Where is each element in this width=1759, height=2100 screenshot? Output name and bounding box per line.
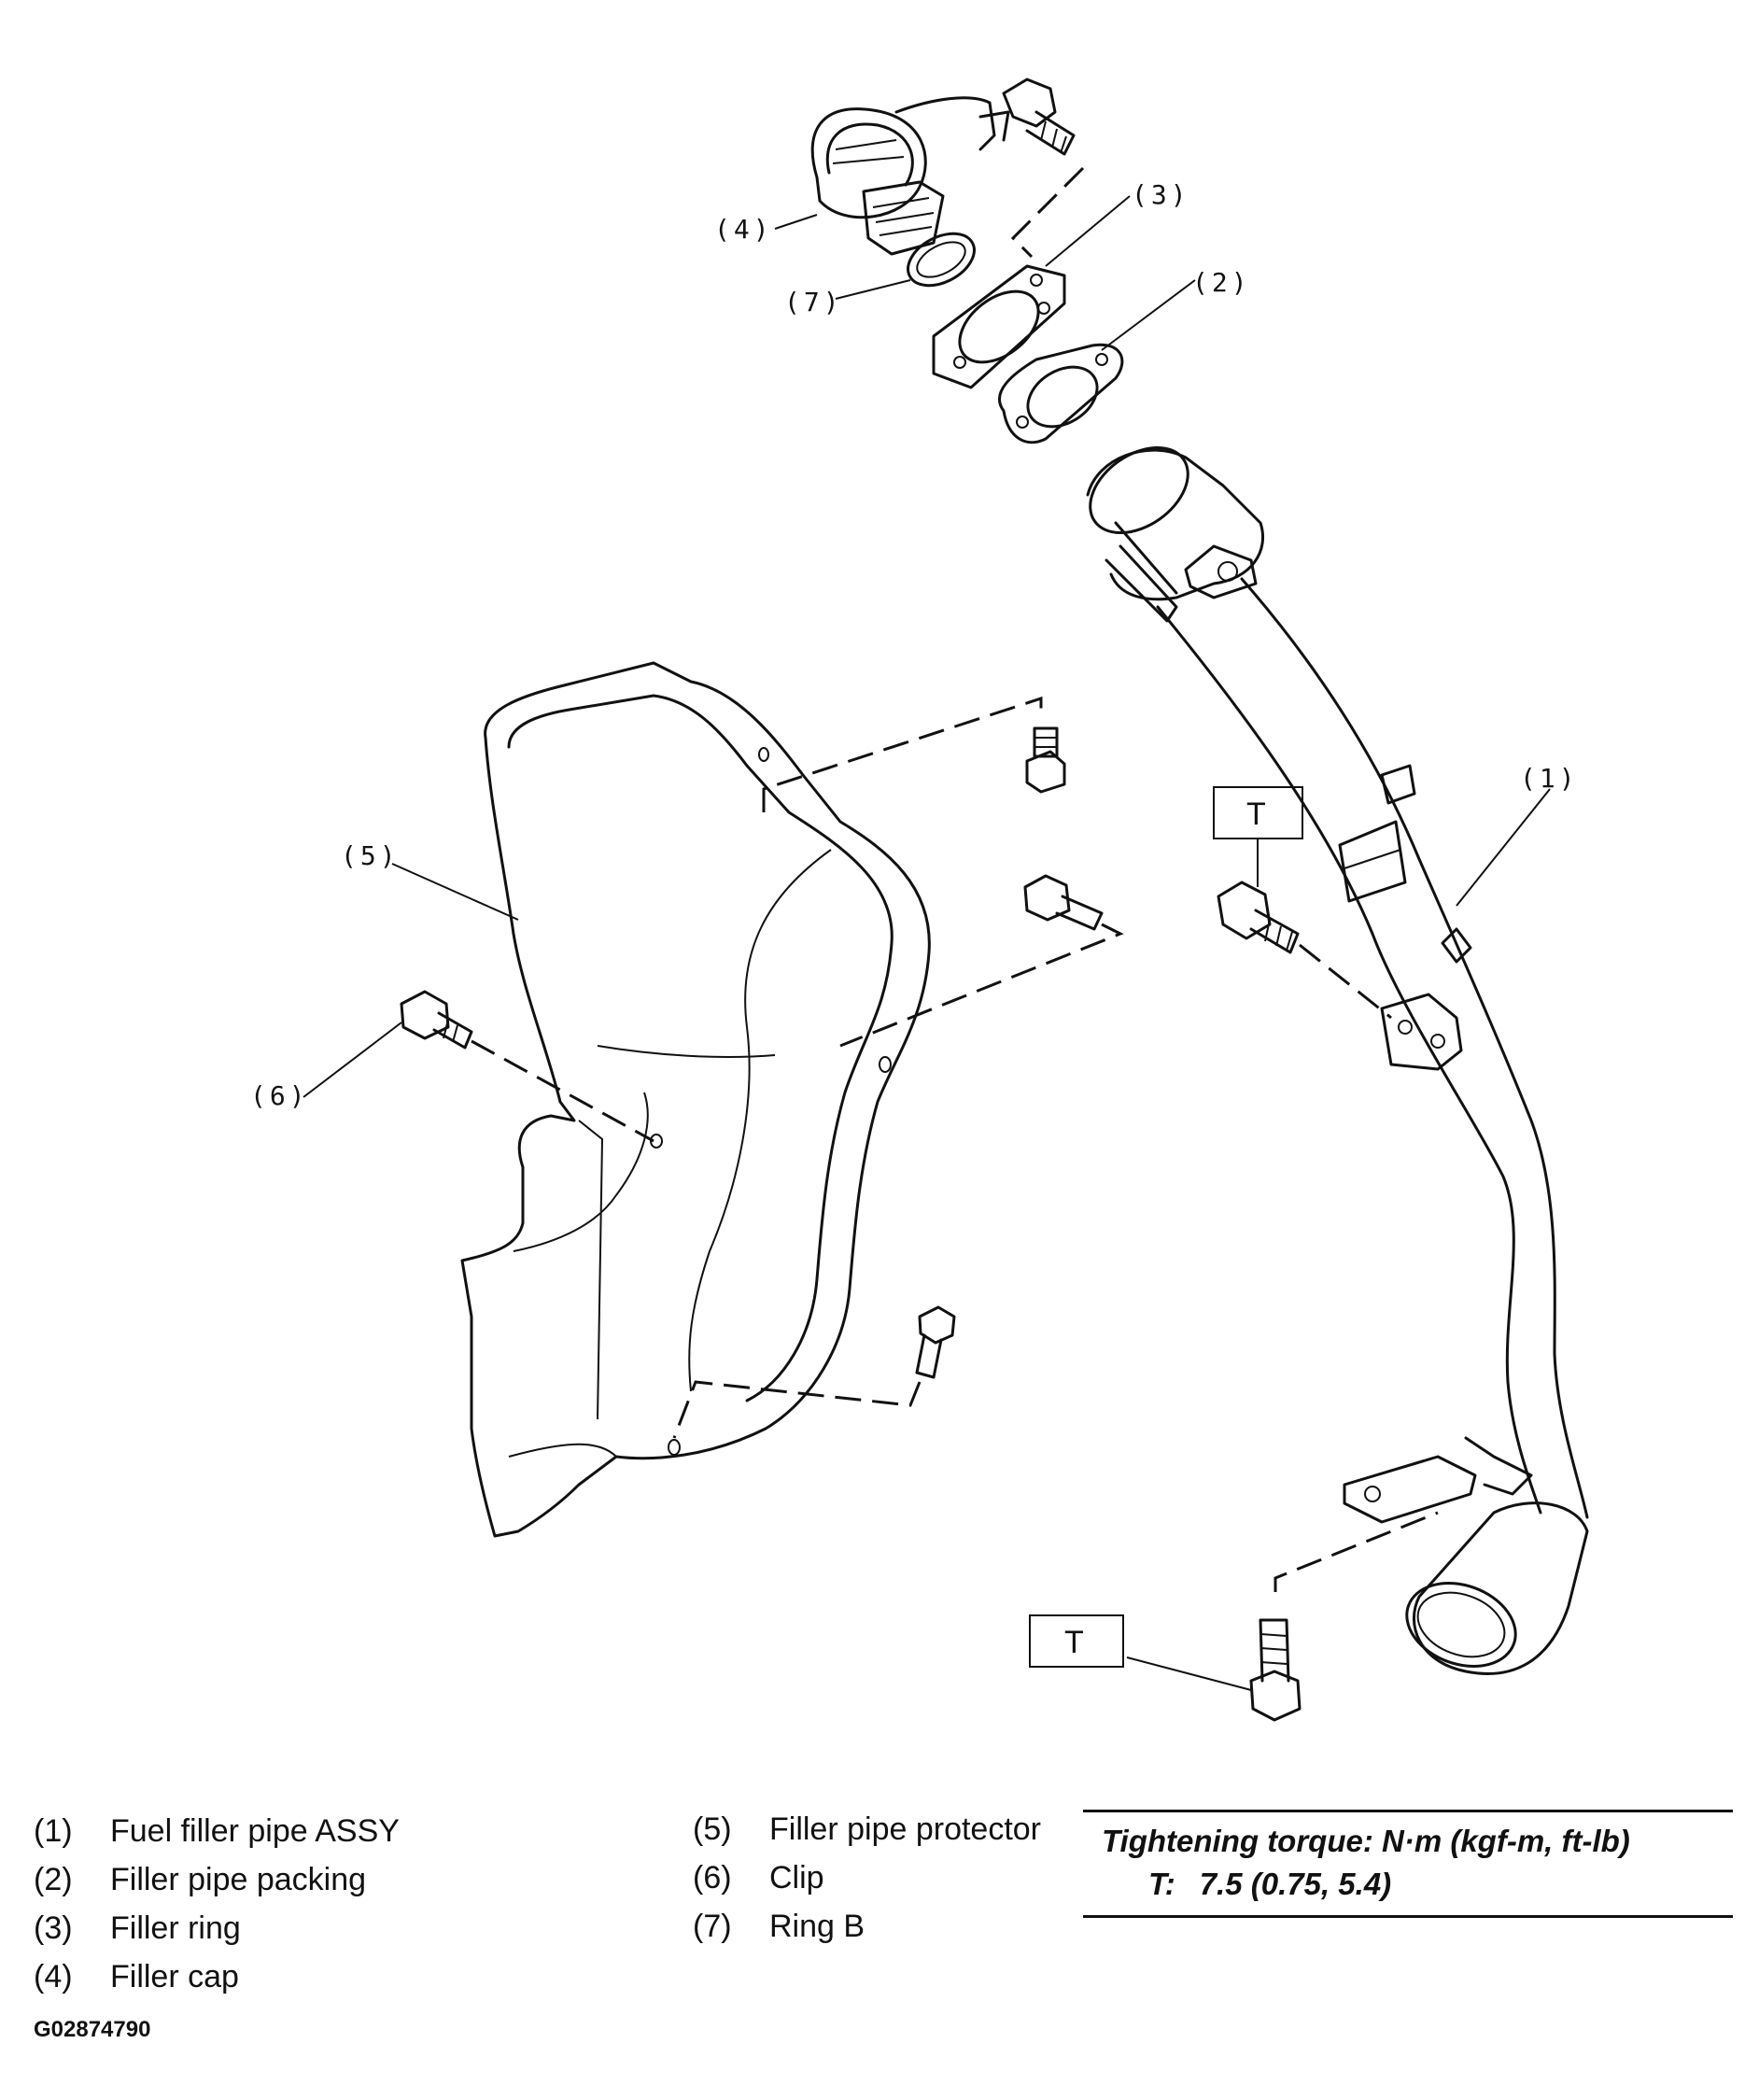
legend-left: (1) Fuel filler pipe ASSY (2) Filler pip… bbox=[34, 1807, 400, 2001]
legend-item: (4) Filler cap bbox=[34, 1952, 400, 2001]
legend-num: (7) bbox=[693, 1909, 732, 1944]
leader-dashed-lower-bolt bbox=[1274, 1511, 1439, 1592]
legend-num: (2) bbox=[34, 1862, 73, 1897]
filler-cap bbox=[810, 96, 1010, 256]
leader-dashed-clip6 bbox=[471, 1039, 654, 1143]
torque-rule-bottom bbox=[1083, 1915, 1733, 1918]
bolt-filler-ring bbox=[1002, 78, 1076, 156]
torque-box-upper: T bbox=[1213, 786, 1303, 839]
legend-num: (1) bbox=[34, 1813, 73, 1849]
leader-dashed-protector-top bbox=[762, 696, 1043, 812]
legend-num: (3) bbox=[34, 1910, 73, 1946]
legend-num: (6) bbox=[693, 1860, 732, 1896]
callout-2: (2) bbox=[1192, 267, 1251, 298]
legend-label: Fuel filler pipe ASSY bbox=[110, 1813, 400, 1849]
legend-item: (5) Filler pipe protector bbox=[693, 1805, 1041, 1853]
legend-label: Filler cap bbox=[110, 1959, 239, 1994]
exploded-parts-diagram: (4) (7) (3) (2) (1) (5) (6) T T bbox=[250, 78, 1589, 1722]
legend-label: Filler ring bbox=[110, 1910, 241, 1946]
legend-item: (1) Fuel filler pipe ASSY bbox=[34, 1807, 400, 1855]
torque-box-upper-label: T bbox=[1246, 796, 1266, 832]
clip-protector-bottom bbox=[915, 1305, 956, 1379]
legend-item: (2) Filler pipe packing bbox=[34, 1855, 400, 1904]
fuel-filler-pipe bbox=[1086, 445, 1589, 1675]
torque-spec: Tightening torque: N·m (kgf-m, ft-lb) T:… bbox=[1083, 1810, 1733, 1918]
leader-dashed-protector-mid bbox=[839, 923, 1124, 1048]
legend-label: Filler pipe packing bbox=[110, 1862, 367, 1897]
callout-7: (7) bbox=[784, 287, 843, 317]
torque-value-row: T: 7.5 (0.75, 5.4) bbox=[1148, 1867, 1733, 1902]
legend-item: (3) Filler ring bbox=[34, 1904, 400, 1952]
legend-item: (6) Clip bbox=[693, 1853, 1041, 1902]
legend-label: Ring B bbox=[769, 1909, 865, 1944]
legend-middle: (5) Filler pipe protector (6) Clip (7) R… bbox=[693, 1805, 1041, 1951]
ring-b bbox=[907, 232, 976, 288]
callout-6: (6) bbox=[250, 1080, 309, 1111]
clip-6 bbox=[400, 990, 473, 1050]
leader-dashed-bolt-ring bbox=[1010, 166, 1085, 259]
callout-5: (5) bbox=[341, 840, 400, 871]
torque-title: Tightening torque: N·m (kgf-m, ft-lb) bbox=[1102, 1824, 1630, 1858]
torque-box-lower-label: T bbox=[1064, 1625, 1084, 1660]
callout-1: (1) bbox=[1520, 763, 1579, 794]
torque-box-lower: T bbox=[1029, 1614, 1124, 1668]
torque-rule-top bbox=[1083, 1810, 1733, 1812]
callout-3: (3) bbox=[1132, 179, 1190, 210]
torque-value: 7.5 (0.75, 5.4) bbox=[1199, 1867, 1392, 1901]
clip-protector-top bbox=[1025, 726, 1066, 794]
legend-label: Clip bbox=[769, 1860, 824, 1896]
torque-symbol: T: bbox=[1148, 1867, 1175, 1901]
legend-num: (5) bbox=[693, 1811, 732, 1847]
filler-ring bbox=[932, 264, 1066, 389]
bolt-lower-bracket bbox=[1249, 1618, 1302, 1722]
legend-item: (7) Ring B bbox=[693, 1902, 1041, 1951]
legend-label: Filler pipe protector bbox=[769, 1811, 1042, 1847]
filler-pipe-protector bbox=[460, 661, 931, 1538]
figure-id: G02874790 bbox=[34, 2017, 151, 2042]
callout-4: (4) bbox=[714, 214, 773, 245]
leader-dashed-bolt-bracket bbox=[1299, 943, 1392, 1020]
clip-protector-mid bbox=[1023, 874, 1104, 931]
bolt-pipe-bracket bbox=[1217, 881, 1300, 954]
leader-dashed-protector-bottom bbox=[672, 1380, 922, 1439]
filler-pipe-packing bbox=[997, 343, 1124, 444]
callout-leaders bbox=[303, 195, 1551, 1691]
legend-num: (4) bbox=[34, 1959, 73, 1994]
